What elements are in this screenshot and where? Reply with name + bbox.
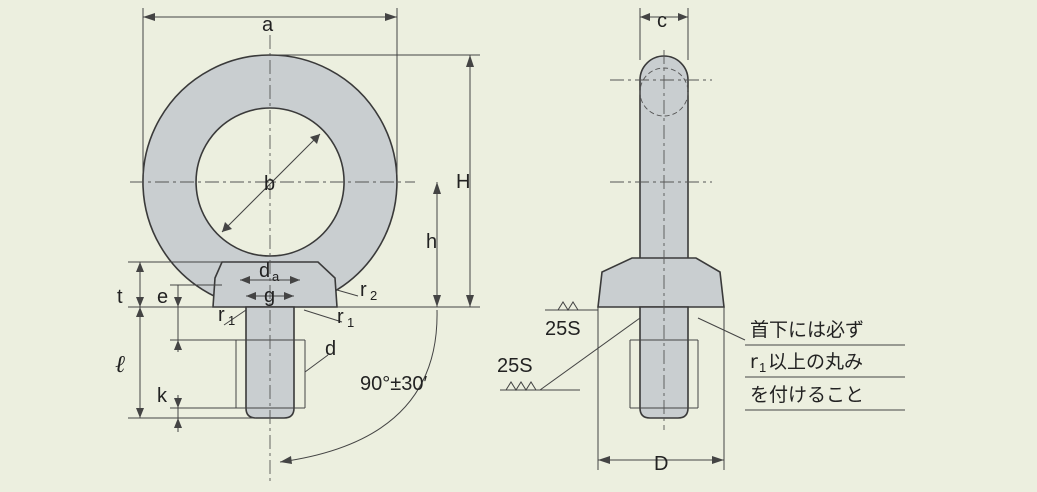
label-25S-bottom: 25S bbox=[497, 355, 533, 377]
note-block: 首下には必ず r 1 以上の丸み を付けること bbox=[745, 319, 905, 411]
note-line-2-rest: 以上の丸み bbox=[768, 351, 863, 373]
label-angle: 90°±30′ bbox=[360, 373, 427, 395]
label-r1-right-sub: 1 bbox=[347, 315, 354, 330]
label-25S-top: 25S bbox=[545, 318, 581, 340]
side-view: c D 25S 25S bbox=[497, 8, 746, 475]
note-line-3: を付けること bbox=[750, 384, 864, 406]
label-d: d bbox=[325, 338, 336, 360]
label-r1-left-sub: 1 bbox=[228, 313, 235, 328]
front-view: a b H h t e ℓ k d g d a r 2 r 1 r 1 90°±… bbox=[115, 8, 480, 485]
label-H: H bbox=[456, 171, 470, 193]
label-r2: r bbox=[360, 279, 367, 301]
label-r1-right: r bbox=[337, 306, 344, 328]
label-a: a bbox=[262, 14, 274, 36]
label-r1-left: r bbox=[218, 304, 225, 326]
label-b: b bbox=[264, 173, 275, 195]
label-r2-sub: 2 bbox=[370, 288, 377, 303]
note-line-1: 首下には必ず bbox=[750, 319, 864, 341]
label-c: c bbox=[657, 10, 667, 32]
note-line-2-prefix-sub: 1 bbox=[759, 360, 766, 375]
label-D: D bbox=[654, 453, 668, 475]
label-da-sub: a bbox=[272, 269, 280, 284]
label-da: d bbox=[259, 260, 270, 282]
side-collar bbox=[597, 257, 725, 308]
label-t: t bbox=[117, 286, 123, 308]
label-g: g bbox=[264, 285, 275, 307]
label-k: k bbox=[157, 385, 168, 407]
note-line-2-prefix: r bbox=[750, 351, 758, 373]
label-e: e bbox=[157, 286, 168, 308]
label-ell: ℓ bbox=[115, 352, 125, 378]
label-h: h bbox=[426, 231, 437, 253]
